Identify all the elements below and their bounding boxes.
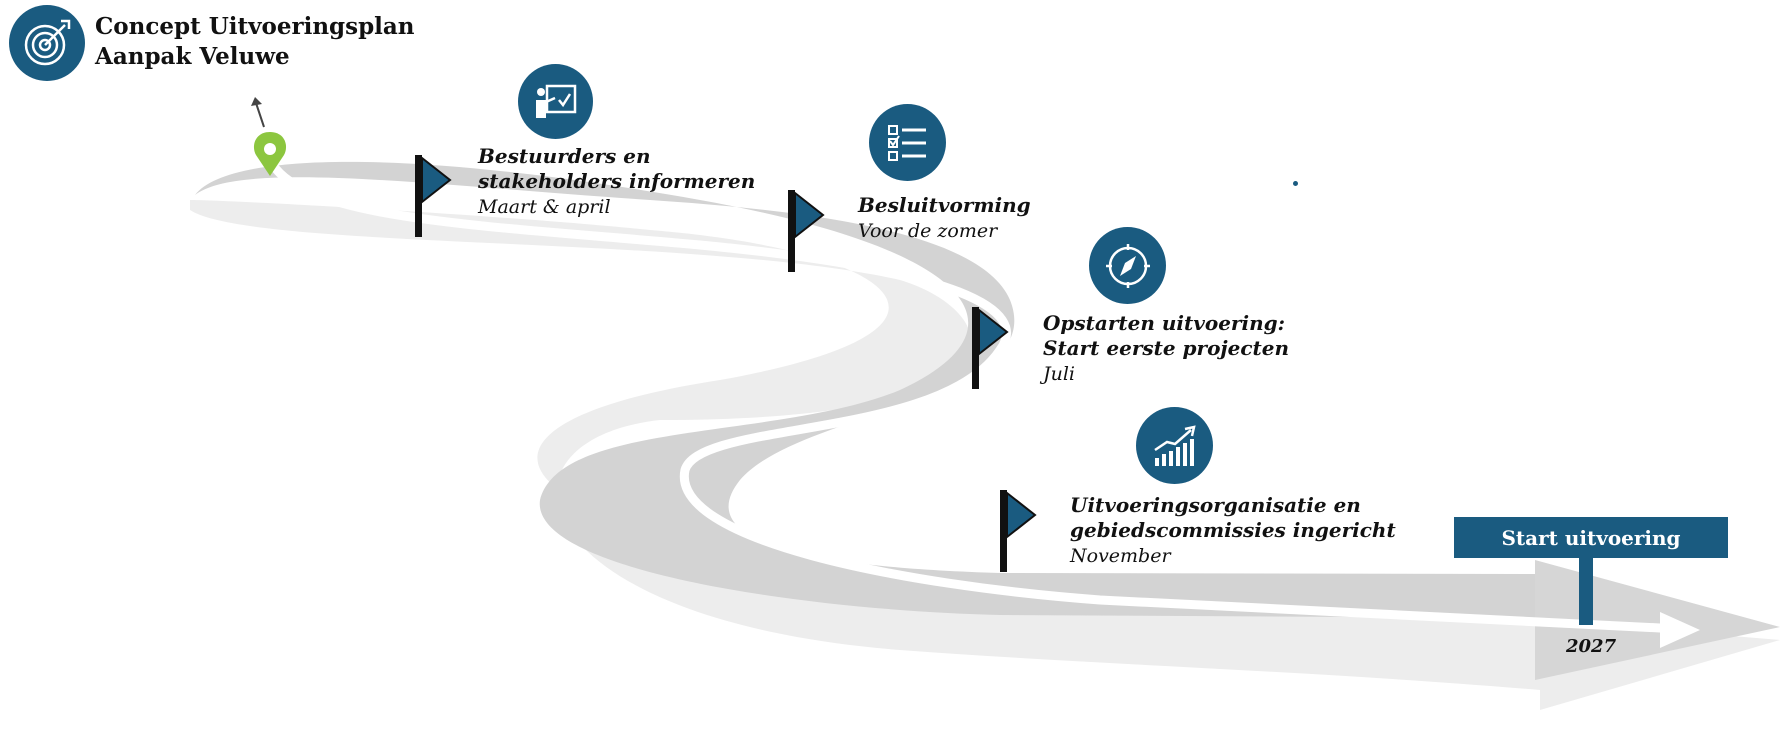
growth-chart-icon [1136,407,1213,484]
road-arrow-head [1535,560,1780,680]
milestone-3: Opstarten uitvoering: Start eerste proje… [1043,311,1289,387]
milestone-1: Bestuurders en stakeholders informeren M… [478,144,755,220]
presentation-icon [518,64,593,139]
flag-3 [972,307,1009,389]
road-center-line [265,155,1665,633]
milestone-4-title-line-1: Uitvoeringsorganisatie en [1070,493,1361,517]
title-line-1: Concept Uitvoeringsplan [95,13,415,40]
diagram-title: Concept Uitvoeringsplan Aanpak Veluwe [95,12,415,72]
start-uitvoering-sign: Start uitvoering [1454,517,1728,558]
flag-4 [1000,490,1037,572]
target-icon [9,5,85,81]
up-arrow-icon [251,97,265,128]
milestone-2-title: Besluitvorming [858,193,1031,217]
flag-1 [415,155,452,237]
milestone-1-title-line-2: stakeholders informeren [478,169,756,193]
milestone-1-title-line-1: Bestuurders en [478,144,651,168]
milestone-3-title-line-2: Start eerste projecten [1043,336,1290,360]
milestone-4: Uitvoeringsorganisatie en gebiedscommiss… [1070,493,1396,569]
checklist-icon [869,104,946,181]
compass-icon [1089,227,1166,304]
milestone-4-title-line-2: gebiedscommissies ingericht [1070,518,1396,542]
milestone-4-date: November [1070,545,1171,567]
sign-post [1579,558,1593,625]
road-center-arrow-head [1660,612,1700,648]
milestone-2: Besluitvorming Voor de zomer [858,193,1031,244]
milestone-2-date: Voor de zomer [858,220,998,242]
location-pin-icon [253,132,287,176]
decorative-dot [1293,181,1298,186]
milestone-3-date: Juli [1043,363,1076,385]
milestone-1-date: Maart & april [478,196,611,218]
title-line-2: Aanpak Veluwe [95,43,290,70]
end-year: 2027 [1566,636,1617,657]
milestone-3-title-line-1: Opstarten uitvoering: [1043,311,1285,335]
flag-2 [788,190,825,272]
